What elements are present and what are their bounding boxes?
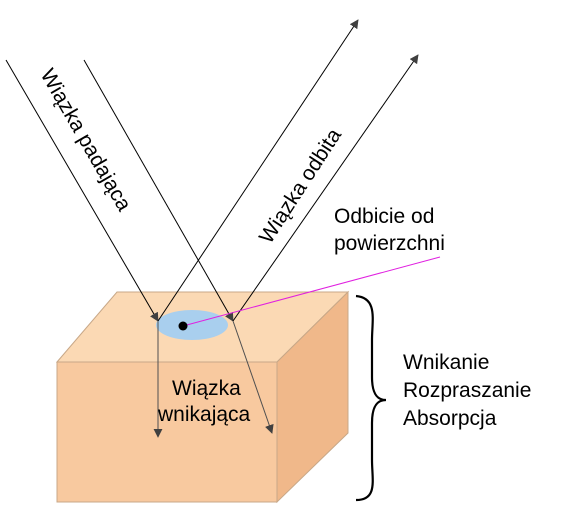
penetrating-beam-label-line1: Wiązka (172, 377, 241, 400)
surface-reflection-label-line2: powierzchni (334, 232, 445, 255)
processes-brace (355, 294, 387, 502)
incident-ray-1 (5, 59, 159, 322)
incident-beam-label: Wiązka padająca (36, 65, 136, 215)
reflected-beam-arrows (157, 19, 419, 322)
reflected-ray-2 (232, 54, 419, 322)
reflected-beam-label: Wiązka odbita (255, 124, 346, 247)
penetrating-beam-label-line2: wnikająca (157, 403, 251, 426)
reflected-ray-1 (157, 19, 359, 322)
incident-ray-2 (83, 59, 234, 322)
reflection-pointer-line (182, 256, 441, 327)
reflection-spot (156, 310, 228, 340)
material-block (55, 290, 350, 504)
process-item-absorption: Absorpcja (403, 407, 497, 430)
penetrating-beam-arrows (153, 320, 274, 438)
reflection-point-dot (178, 321, 188, 331)
process-item-penetration: Wnikanie (403, 351, 489, 374)
incident-beam-arrows (5, 59, 234, 322)
block-front-face (56, 361, 278, 503)
penetrating-ray-2 (232, 320, 274, 434)
surface-reflection-label-line1: Odbicie od (334, 205, 434, 228)
process-item-scattering: Rozpraszanie (403, 379, 531, 402)
